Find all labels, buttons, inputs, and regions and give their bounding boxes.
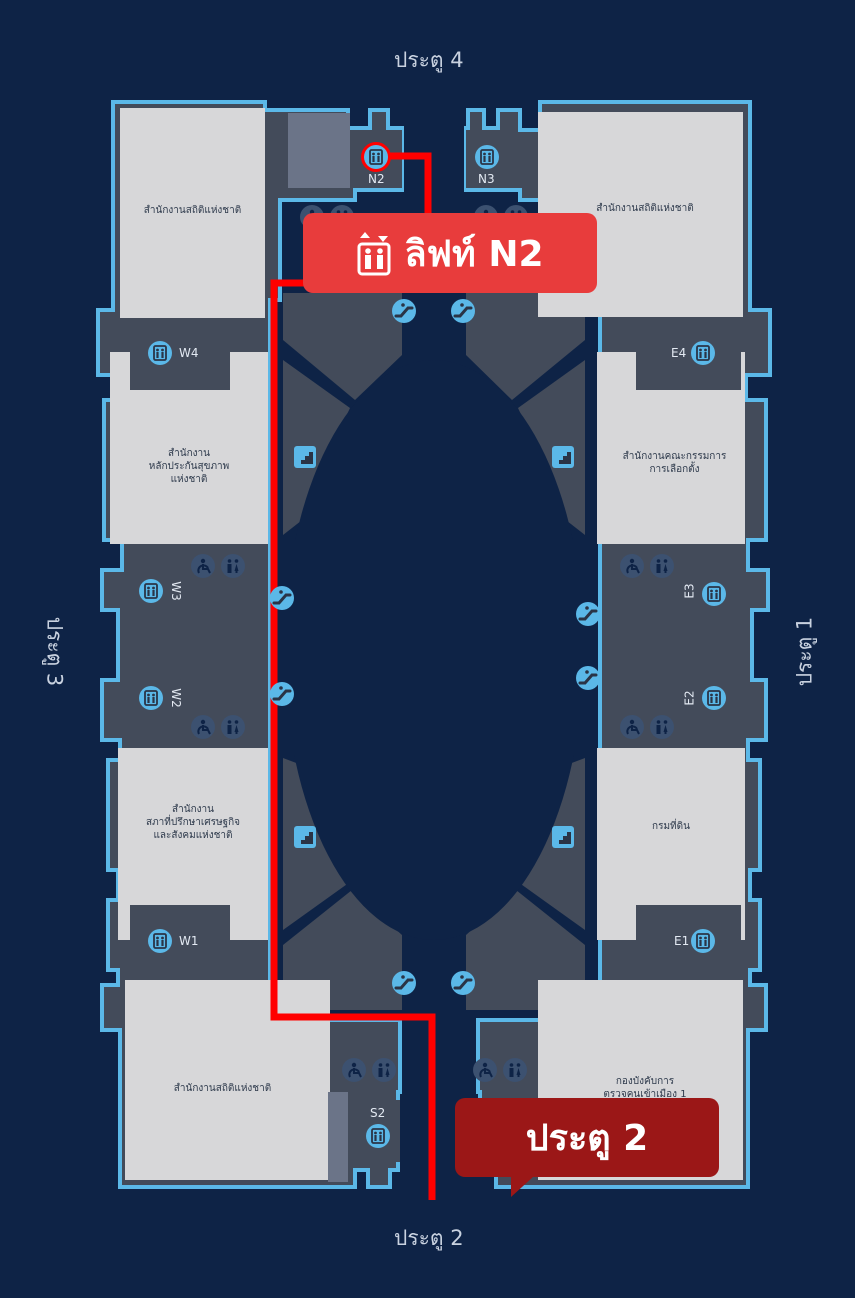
lift-code-e1: E1 — [674, 934, 690, 948]
venue-label-w-lower: สำนักงานสภาที่ปรึกษาเศรษฐกิจและสังคมแห่ง… — [145, 804, 241, 841]
wheelchair-icon[interactable] — [472, 1057, 498, 1083]
stairs-icon[interactable] — [294, 826, 316, 848]
wheelchair-icon[interactable] — [619, 553, 645, 579]
elevator-icon[interactable] — [147, 340, 173, 366]
lift-code-n2: N2 — [368, 172, 385, 186]
elevator-icon[interactable] — [138, 685, 164, 711]
venue-label-e-lower: กรมที่ดิน — [652, 821, 690, 832]
wheelchair-icon[interactable] — [619, 714, 645, 740]
restroom-icon[interactable] — [650, 715, 674, 739]
gate-label-south[interactable]: ประตู 2 — [394, 1226, 464, 1250]
room-sw[interactable] — [125, 980, 330, 1180]
gate-callout-label: ประตู 2 — [525, 1118, 649, 1159]
venue-label-nw: สำนักงานสถิติแห่งชาติ — [143, 205, 242, 216]
venue-label-se: กองบังคับการตรวจคนเข้าเมือง 1 — [603, 1076, 687, 1100]
elevator-icon[interactable] — [365, 1123, 391, 1149]
route-path — [270, 152, 436, 1200]
lift-code-w2: W2 — [168, 688, 183, 708]
room-nw[interactable] — [120, 108, 265, 318]
elevator-icon[interactable] — [474, 144, 500, 170]
escalator-icon[interactable] — [574, 664, 602, 692]
lift-destination-callout[interactable]: ลิฟท์ N2 — [303, 213, 597, 293]
escalator-icon[interactable] — [390, 969, 418, 997]
wheelchair-icon[interactable] — [190, 553, 216, 579]
lift-code-n3: N3 — [478, 172, 495, 186]
restroom-icon[interactable] — [221, 554, 245, 578]
stairs-icon[interactable] — [294, 446, 316, 468]
wheelchair-icon[interactable] — [341, 1057, 367, 1083]
elevator-icon[interactable] — [363, 144, 389, 170]
escalator-icon[interactable] — [268, 680, 296, 708]
lift-code-s2: S2 — [370, 1106, 386, 1120]
lift-callout-label: ลิฟท์ N2 — [404, 233, 544, 275]
escalator-icon[interactable] — [390, 297, 418, 325]
venue-label-ne: สำนักงานสถิติแห่งชาติ — [596, 203, 694, 214]
elevator-icon[interactable] — [690, 340, 716, 366]
escalator-icon[interactable] — [268, 584, 296, 612]
central-corridor — [283, 540, 585, 755]
elevator-icon[interactable] — [147, 928, 173, 954]
restroom-icon[interactable] — [221, 715, 245, 739]
storage-block-n — [288, 113, 350, 188]
restroom-icon[interactable] — [372, 1058, 396, 1082]
lift-code-e4: E4 — [671, 346, 687, 360]
gate-label-west[interactable]: ประตู 3 — [42, 616, 67, 687]
gate-label-north[interactable]: ประตู 4 — [394, 48, 464, 72]
lift-code-w1: W1 — [179, 934, 199, 948]
escalator-icon[interactable] — [574, 600, 602, 628]
elevator-icon[interactable] — [701, 581, 727, 607]
escalator-icon[interactable] — [449, 969, 477, 997]
elevator-icon[interactable] — [701, 685, 727, 711]
stairs-icon[interactable] — [552, 826, 574, 848]
escalator-icon[interactable] — [449, 297, 477, 325]
lift-code-e2: E2 — [682, 690, 697, 706]
lift-code-w4: W4 — [179, 346, 199, 360]
gate-destination-callout[interactable]: ประตู 2 — [455, 1098, 719, 1197]
elevator-icon — [357, 232, 390, 276]
wheelchair-icon[interactable] — [190, 714, 216, 740]
elevator-icon[interactable] — [138, 578, 164, 604]
restroom-icon[interactable] — [650, 554, 674, 578]
elevator-icon[interactable] — [690, 928, 716, 954]
gate-label-east[interactable]: ประตู 1 — [792, 616, 817, 687]
venue-label-e-upper: สำนักงานคณะกรรมการการเลือกตั้ง — [622, 451, 727, 475]
venue-label-w-upper: สำนักงานหลักประกันสุขภาพแห่งชาติ — [148, 448, 230, 485]
lift-code-e3: E3 — [682, 583, 697, 599]
storage-block-s — [328, 1092, 348, 1182]
destination-marker — [361, 142, 391, 172]
venue-label-sw: สำนักงานสถิติแห่งชาติ — [173, 1083, 272, 1094]
restroom-icon[interactable] — [503, 1058, 527, 1082]
stairs-icon[interactable] — [552, 446, 574, 468]
lift-code-w3: W3 — [168, 581, 183, 601]
